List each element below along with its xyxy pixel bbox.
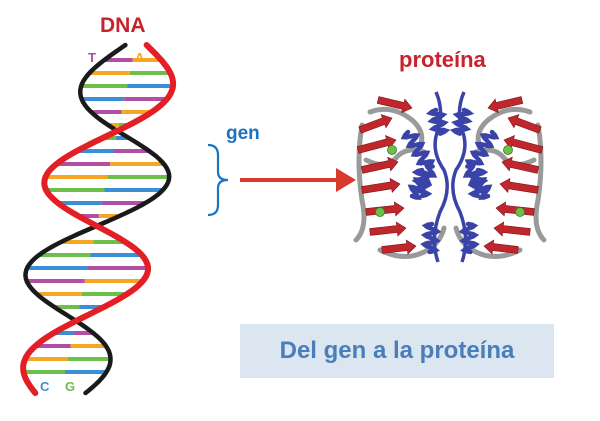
- protein-beta-sheet: [495, 201, 535, 217]
- protein-alpha-helix: [400, 129, 436, 169]
- protein-beta-arrow: [499, 177, 539, 194]
- protein-coil: [475, 106, 533, 151]
- dna-strand-black: [23, 42, 172, 396]
- protein-beta-arrow: [356, 135, 397, 154]
- protein-beta-sheet: [356, 135, 397, 154]
- protein-coil: [367, 106, 425, 151]
- protein-beta-sheet: [376, 96, 413, 114]
- protein-helix-ribbon: [464, 129, 500, 169]
- protein-title: proteína: [399, 47, 486, 72]
- protein-half: [353, 91, 451, 263]
- protein-beta-arrow: [495, 201, 535, 217]
- protein-coil: [533, 122, 547, 243]
- protein-beta-sheet: [483, 239, 519, 255]
- protein-beta-arrow: [493, 221, 531, 237]
- protein-beta-sheet: [499, 177, 539, 194]
- protein-ligand: [503, 145, 513, 155]
- protein-coil: [453, 225, 523, 259]
- protein-beta-arrow: [381, 239, 417, 255]
- protein-beta-sheet: [365, 201, 405, 217]
- protein-beta-sheet: [358, 114, 393, 134]
- protein-beta-sheet: [361, 177, 401, 194]
- protein-beta-sheet: [501, 156, 540, 174]
- protein-alpha-helix: [464, 129, 500, 169]
- protein-beta-sheet: [507, 114, 542, 134]
- protein-ligand: [387, 145, 397, 155]
- base-label-g: G: [65, 379, 76, 394]
- protein-helix-ribbon: [411, 167, 433, 199]
- caption-box: Del gen a la proteína: [240, 324, 554, 378]
- protein-structure: [353, 91, 547, 263]
- base-label-t: T: [88, 50, 96, 65]
- protein-helix-link: [451, 91, 468, 263]
- protein-beta-arrow: [360, 156, 399, 174]
- protein-beta-arrow: [483, 239, 519, 255]
- base-label-c: C: [40, 379, 50, 394]
- protein-beta-sheet: [369, 221, 407, 237]
- protein-helix-ribbon: [458, 221, 480, 255]
- protein-beta-sheet: [503, 135, 544, 154]
- protein-beta-arrow: [501, 156, 540, 174]
- protein-ligand: [375, 207, 385, 217]
- protein-beta-arrow: [369, 221, 407, 237]
- protein-beta-sheet: [493, 221, 531, 237]
- protein-beta-arrow: [503, 135, 544, 154]
- gene-to-protein-arrow: [240, 168, 356, 192]
- protein-beta-arrow: [487, 96, 524, 114]
- protein-helix-ribbon: [467, 167, 489, 199]
- protein-alpha-helix: [420, 221, 442, 255]
- base-label-a: A: [135, 50, 145, 65]
- caption-text: Del gen a la proteína: [279, 337, 515, 364]
- protein-ligand: [515, 207, 525, 217]
- dna-strand-red: [20, 42, 177, 396]
- gene-bracket: [207, 143, 229, 217]
- protein-beta-arrow: [507, 114, 542, 134]
- protein-alpha-helix: [467, 167, 489, 199]
- protein-helix-ribbon: [420, 221, 442, 255]
- protein-helix-ribbon: [400, 129, 436, 169]
- protein-beta-sheet: [360, 156, 399, 174]
- gene-label: gen: [226, 123, 260, 144]
- protein-beta-sheet: [381, 239, 417, 255]
- dna-double-helix: [20, 42, 177, 396]
- protein-beta-arrow: [365, 201, 405, 217]
- protein-helix-link: [432, 91, 449, 263]
- protein-alpha-helix: [458, 221, 480, 255]
- protein-coil: [353, 122, 367, 243]
- protein-half-mirrored: [449, 91, 547, 263]
- protein-beta-sheet: [487, 96, 524, 114]
- protein-alpha-helix: [411, 167, 433, 199]
- protein-beta-arrow: [358, 114, 393, 134]
- protein-beta-arrow: [361, 177, 401, 194]
- protein-beta-arrow: [376, 96, 413, 114]
- dna-title: DNA: [100, 14, 146, 37]
- protein-coil: [377, 225, 447, 259]
